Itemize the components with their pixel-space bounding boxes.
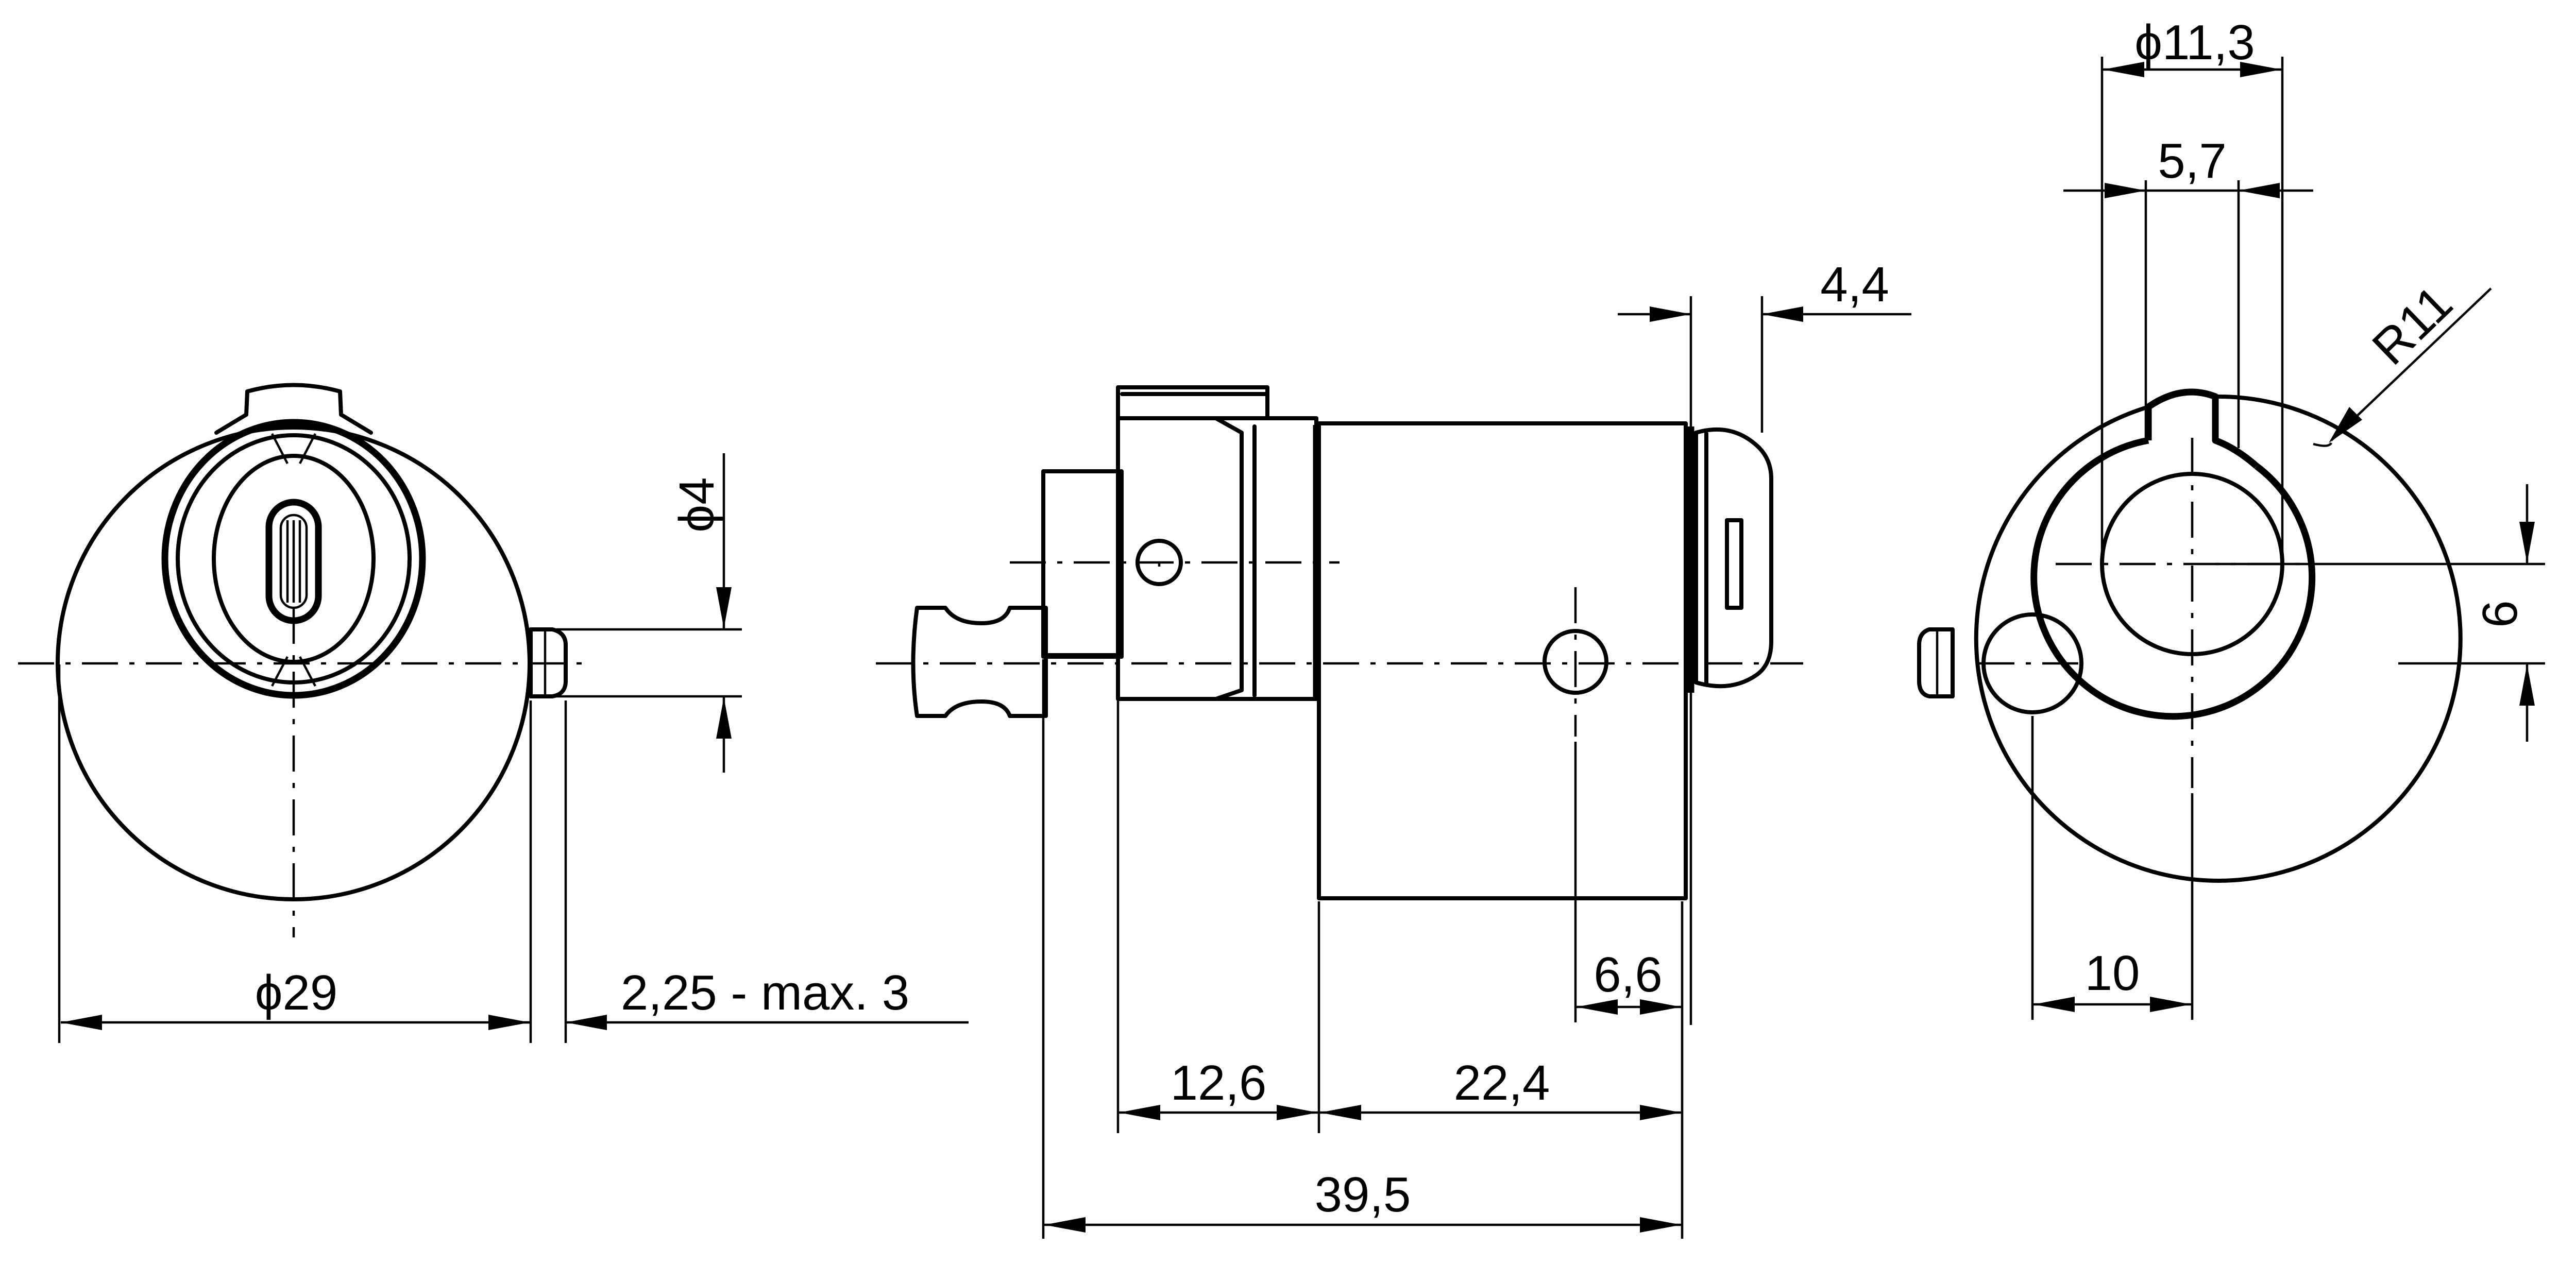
rear-keyway-notch <box>2145 388 2259 469</box>
front-pin <box>529 627 568 698</box>
dimension-label: ϕ11,3 <box>2134 15 2255 70</box>
key-shaft <box>911 606 1048 718</box>
key-top-shoulder <box>214 413 373 435</box>
dimension-label: 5,7 <box>2158 133 2226 189</box>
dimension-label: 12,6 <box>1171 1055 1267 1110</box>
key-slot <box>265 499 322 624</box>
rear-cam <box>1725 518 1743 610</box>
rear-body-outline <box>1974 394 2463 883</box>
front-view: ϕ29 2,25 - max. 3 ϕ4 <box>18 383 969 1043</box>
cylinder-body <box>1317 421 1688 900</box>
dimension-label: 22,4 <box>1454 1055 1550 1110</box>
dimension-label: 39,5 <box>1315 1167 1411 1222</box>
key-bit-lower <box>271 656 316 687</box>
rear-pin <box>1917 627 1955 698</box>
collar-chamfer <box>1214 416 1244 701</box>
key-bit-upper <box>271 433 316 465</box>
rear-cam-outline <box>2030 437 2316 720</box>
dimension-label: 10 <box>2085 946 2140 1001</box>
front-collar <box>1116 416 1318 701</box>
dimension-label: R11 <box>2362 275 2463 375</box>
dimension-label: 6 <box>2472 600 2528 627</box>
side-view: 4,4 6,6 12,6 22,4 39,5 <box>876 257 1911 1239</box>
rear-cap <box>1694 427 1773 689</box>
rear-view: ϕ11,3 5,7 R11 6 10 <box>1917 15 2545 1020</box>
dimension-label: 4,4 <box>1820 257 1889 312</box>
body-hole <box>1543 629 1608 695</box>
dimension-label: 6,6 <box>1594 947 1662 1002</box>
key-grip <box>1041 469 1124 659</box>
dimension-label: ϕ29 <box>255 965 338 1020</box>
dimension-label: 2,25 - max. 3 <box>621 965 909 1020</box>
plug-circle <box>212 454 376 664</box>
dimension-label: ϕ4 <box>669 477 724 532</box>
key-top-tab <box>244 383 343 417</box>
